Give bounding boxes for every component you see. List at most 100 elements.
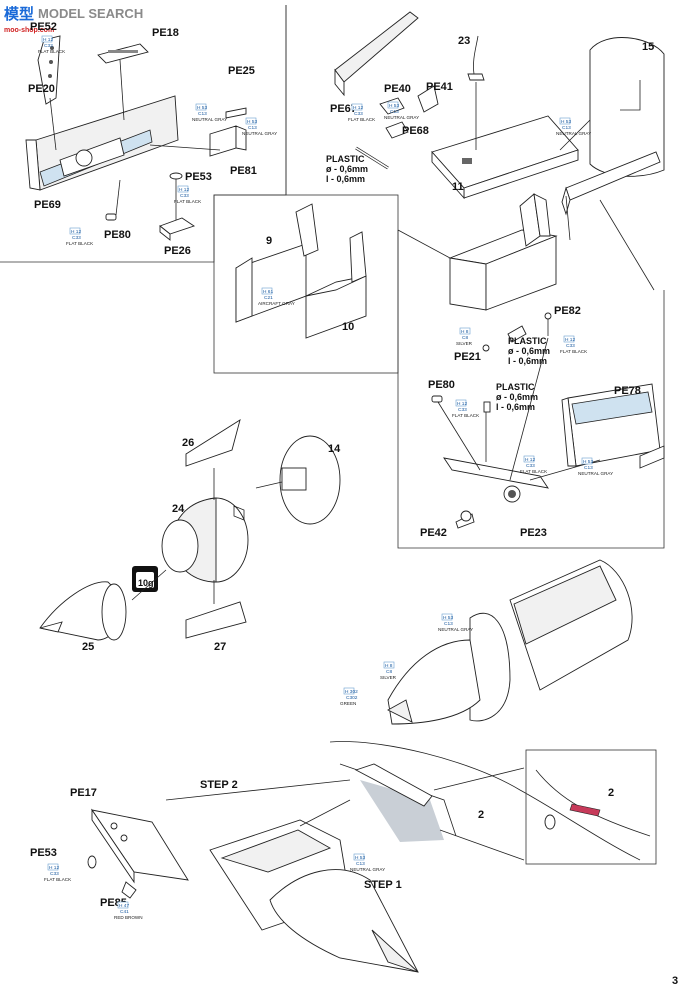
- label-pe78: PE78: [614, 385, 641, 397]
- label-25: 25: [82, 641, 94, 653]
- label-23: 23: [458, 35, 470, 47]
- svg-text:l - 0,6mm: l - 0,6mm: [496, 402, 535, 412]
- part-labels: PE52 PE18 PE20 PE25 PE81 PE53 PE69 PE80 …: [28, 21, 678, 987]
- label-27: 27: [214, 641, 226, 653]
- paint-h-code: H 8: [461, 329, 469, 335]
- paint-c-code: C41: [120, 909, 129, 915]
- svg-text:MODEL SEARCH: MODEL SEARCH: [38, 6, 143, 21]
- label-pe26: PE26: [164, 245, 191, 257]
- paint-name: NEUTRAL GRAY: [242, 131, 277, 136]
- paint-name: GREEN: [340, 701, 356, 706]
- paint-h-code: H 302: [345, 689, 358, 695]
- paint-c-code: C8: [462, 335, 468, 341]
- paint-name: SILVER: [456, 341, 473, 346]
- paint-name: FLAT BLACK: [66, 241, 94, 246]
- paint-h-code: H 53: [389, 103, 399, 109]
- paint-c-code: C13: [390, 109, 399, 115]
- paint-c-code: C33: [354, 111, 363, 117]
- paint-c-code: C302: [346, 695, 358, 701]
- label-pe20: PE20: [28, 83, 55, 95]
- paint-c-code: C33: [72, 235, 81, 241]
- paint-c-code: C33: [566, 343, 575, 349]
- paint-name: SILVER: [380, 675, 397, 680]
- paint-c-code: C33: [180, 193, 189, 199]
- paint-c-code: C13: [198, 111, 207, 117]
- paint-name: NEUTRAL GRAY: [556, 131, 591, 136]
- svg-text:PLASTIC: PLASTIC: [326, 154, 365, 164]
- paint-name: FLAT BLACK: [38, 49, 66, 54]
- svg-text:模型: 模型: [4, 5, 34, 23]
- plastic-notes: PLASTIC ø - 0,6mm l - 0,6mm PLASTIC ø - …: [326, 154, 550, 412]
- paint-name: NEUTRAL GRAY: [438, 627, 473, 632]
- label-24: 24: [172, 503, 185, 515]
- label-15: 15: [642, 41, 654, 53]
- label-11: 11: [452, 181, 464, 193]
- svg-text:ø - 0,6mm: ø - 0,6mm: [496, 392, 538, 402]
- paint-c-code: C13: [248, 125, 257, 131]
- paint-name: RED BROWN: [114, 915, 143, 920]
- label-pe41: PE41: [426, 81, 453, 93]
- cockpit-side-panel-assembly: [25, 35, 247, 241]
- paint-h-code: H 12: [49, 865, 59, 871]
- label-pe67: PE67: [330, 103, 357, 115]
- paint-h-code: H 12: [71, 229, 81, 235]
- svg-text:PLASTIC: PLASTIC: [496, 382, 535, 392]
- paint-c-code: C33: [526, 463, 535, 469]
- paint-c-code: C33: [458, 407, 467, 413]
- label-pe82: PE82: [554, 305, 581, 317]
- svg-text:ø - 0,6mm: ø - 0,6mm: [508, 346, 550, 356]
- paint-h-code: H 47: [119, 903, 129, 909]
- label-pe42: PE42: [420, 527, 447, 539]
- paint-h-code: H 53: [197, 105, 207, 111]
- label-14: 14: [328, 443, 341, 455]
- paint-c-code: C13: [562, 125, 571, 131]
- paint-name: FLAT BLACK: [560, 349, 588, 354]
- seat-pan-assembly: [334, 11, 665, 311]
- label-pe25: PE25: [228, 65, 255, 77]
- paint-c-code: C33: [44, 43, 53, 49]
- paint-h-code: H 53: [583, 459, 593, 465]
- paint-c-code: C13: [356, 861, 365, 867]
- svg-text:l - 0,6mm: l - 0,6mm: [326, 174, 365, 184]
- paint-name: NEUTRAL GRAY: [578, 471, 613, 476]
- panel-frames: [0, 5, 665, 549]
- label-pe18: PE18: [152, 27, 179, 39]
- label-9: 9: [266, 235, 272, 247]
- label-pe53b: PE53: [30, 847, 57, 859]
- paint-h-code: H 53: [561, 119, 571, 125]
- label-pe80b: PE80: [428, 379, 455, 391]
- paint-name: NEUTRAL GRAY: [384, 115, 419, 120]
- paint-h-code: H 61: [263, 289, 273, 295]
- svg-text:l - 0,6mm: l - 0,6mm: [508, 356, 547, 366]
- paint-name: NEUTRAL GRAY: [350, 867, 385, 872]
- paint-c-code: C13: [584, 465, 593, 471]
- paint-h-code: H 8: [385, 663, 393, 669]
- paint-name: AIRCRAFT GRAY: [258, 301, 295, 306]
- label-2b: 2: [608, 787, 614, 799]
- seat-sides-inset: [235, 203, 451, 339]
- label-pe81: PE81: [230, 165, 257, 177]
- label-pe52: PE52: [30, 21, 57, 33]
- paint-h-code: H 12: [525, 457, 535, 463]
- paint-name: FLAT BLACK: [520, 469, 548, 474]
- label-pe23: PE23: [520, 527, 547, 539]
- paint-h-code: H 12: [457, 401, 467, 407]
- paint-h-code: H 12: [353, 105, 363, 111]
- paint-name: NEUTRAL GRAY: [192, 117, 227, 122]
- paint-h-code: H 53: [443, 615, 453, 621]
- label-26: 26: [182, 437, 194, 449]
- watermark: 模型 MODEL SEARCH moo-shop.com: [2, 2, 143, 34]
